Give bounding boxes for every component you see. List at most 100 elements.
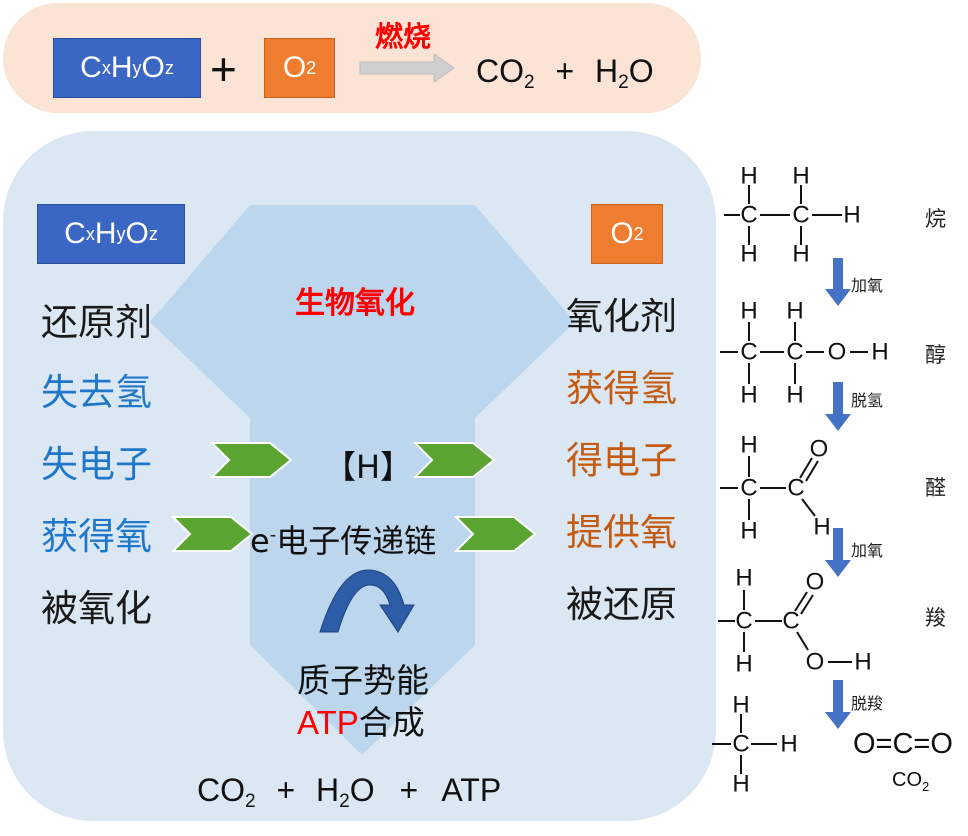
- aldehyde-h-carbonyl: H: [813, 514, 830, 541]
- bottom-plus-2: +: [399, 772, 419, 808]
- reductant-formula-y: y: [116, 223, 126, 244]
- methane-h-top: H: [732, 692, 749, 719]
- methane-c: C: [732, 731, 749, 758]
- gain-electron-label: 得电子: [566, 439, 677, 482]
- reduced-label: 被还原: [566, 583, 677, 626]
- ethane-h-top-right: H: [792, 163, 809, 190]
- reductant-formula-x: x: [85, 223, 95, 244]
- top-formula-o: O: [141, 51, 165, 84]
- electron-chain-text: 电子传递链: [276, 522, 437, 560]
- h-right-arrow: [412, 442, 496, 478]
- co2-caption-co: CO: [892, 769, 922, 791]
- bio-oxidation-title: 生物氧化: [295, 286, 415, 321]
- bottom-equation: CO2 + H2O + ATP: [197, 772, 501, 813]
- ethanol-h-top-right: H: [786, 298, 803, 325]
- bottom-h: H: [316, 772, 340, 808]
- acid-c-left: C: [735, 608, 752, 635]
- lose-hydrogen-label: 失去氢: [41, 371, 152, 414]
- reductant-formula-z: z: [148, 223, 158, 244]
- top-formula-y: y: [132, 57, 142, 78]
- provide-oxygen-label: 提供氧: [566, 511, 677, 554]
- acid-c-carboxyl: C: [782, 608, 799, 635]
- ethanol-c-left: C: [740, 339, 757, 366]
- gain-oxygen-label: 获得氧: [41, 515, 152, 558]
- carboxyl-label: 羧: [925, 606, 946, 630]
- acid-o-double: O: [806, 569, 825, 596]
- electron-charge: -: [269, 524, 277, 546]
- ethane-c-right: C: [792, 202, 809, 229]
- aldehyde-c-left: C: [740, 475, 757, 502]
- oxidant-oxygen-2: 2: [633, 223, 644, 244]
- ethane-h-top-left: H: [740, 163, 757, 190]
- alkane-label: 烷: [925, 207, 946, 231]
- bottom-h-sub: 2: [339, 791, 350, 812]
- reductant-label: 还原剂: [41, 301, 152, 344]
- bottom-atp: ATP: [441, 772, 502, 808]
- aldehyde-c-carbonyl: C: [787, 475, 804, 502]
- ethane-h-right: H: [843, 202, 860, 229]
- top-formula-x: x: [101, 57, 111, 78]
- ethanol-h-hydroxyl: H: [871, 339, 888, 366]
- ethane-h-bottom-right: H: [792, 241, 809, 268]
- top-formula-c: C: [80, 51, 102, 84]
- aldehyde-o: O: [810, 436, 829, 463]
- acid-h-top: H: [735, 565, 752, 592]
- step-label-decarboxylate: 脱羧: [851, 694, 884, 713]
- top-product-o: O: [628, 53, 654, 89]
- ethanol-c-right: C: [786, 339, 803, 366]
- reductant-formula-c: C: [64, 217, 86, 250]
- bottom-co-sub: 2: [245, 791, 256, 812]
- step-label-dehydrogenate: 脱氢: [851, 391, 884, 410]
- ethane-h-bottom-left: H: [740, 241, 757, 268]
- curved-arrow-icon: [319, 569, 415, 633]
- atp-red-text: ATP: [297, 704, 359, 741]
- aldehyde-label: 醛: [925, 476, 946, 500]
- co2-structure: O=C=O: [853, 728, 953, 760]
- step-arrow-2: [825, 382, 851, 431]
- co2-caption-sub: 2: [922, 779, 930, 794]
- top-product-h-sub: 2: [618, 72, 629, 93]
- top-product-plus: +: [555, 53, 575, 89]
- top-product-h: H: [595, 53, 619, 89]
- top-oxygen-2: 2: [306, 57, 317, 78]
- ethanol-h-bottom-right: H: [786, 382, 803, 409]
- ethanol-h-top-left: H: [740, 298, 757, 325]
- bottom-co: CO: [197, 772, 245, 808]
- top-products: CO2 + H2O: [476, 53, 654, 94]
- lose-electron-label: 失电子: [41, 443, 152, 486]
- oxidant-label: 氧化剂: [566, 295, 677, 338]
- reductant-formula-o: O: [125, 217, 149, 250]
- acid-h-bottom: H: [735, 651, 752, 678]
- aldehyde-h-bottom: H: [740, 518, 757, 545]
- co2-caption: CO2: [892, 769, 929, 794]
- bottom-o: O: [349, 772, 375, 808]
- top-formula-z: z: [164, 57, 174, 78]
- electron-right-arrow: [453, 516, 537, 552]
- step-arrow-3: [825, 528, 851, 577]
- step-label-add-oxygen-2: 加氧: [851, 541, 884, 560]
- electron-left-arrow: [170, 516, 254, 552]
- atp-synthesis-label: ATP合成: [297, 696, 425, 744]
- electron-symbol: e: [250, 522, 270, 560]
- ethane-c-left: C: [740, 202, 757, 229]
- step-arrow-1: [825, 258, 851, 306]
- atp-rest-text: 合成: [358, 703, 425, 742]
- top-oxygen-o: O: [282, 51, 307, 84]
- top-plus: +: [210, 43, 237, 95]
- h-left-arrow: [209, 442, 293, 478]
- methane-h-right: H: [780, 731, 797, 758]
- aldehyde-h-top: H: [740, 432, 757, 459]
- alcohol-label: 醇: [925, 343, 946, 367]
- oxidant-oxygen-o: O: [610, 217, 634, 250]
- top-product-co: CO: [476, 53, 524, 89]
- top-formula-h: H: [110, 51, 133, 84]
- reductant-formula-h: H: [94, 217, 117, 250]
- combustion-arrow: [359, 53, 455, 83]
